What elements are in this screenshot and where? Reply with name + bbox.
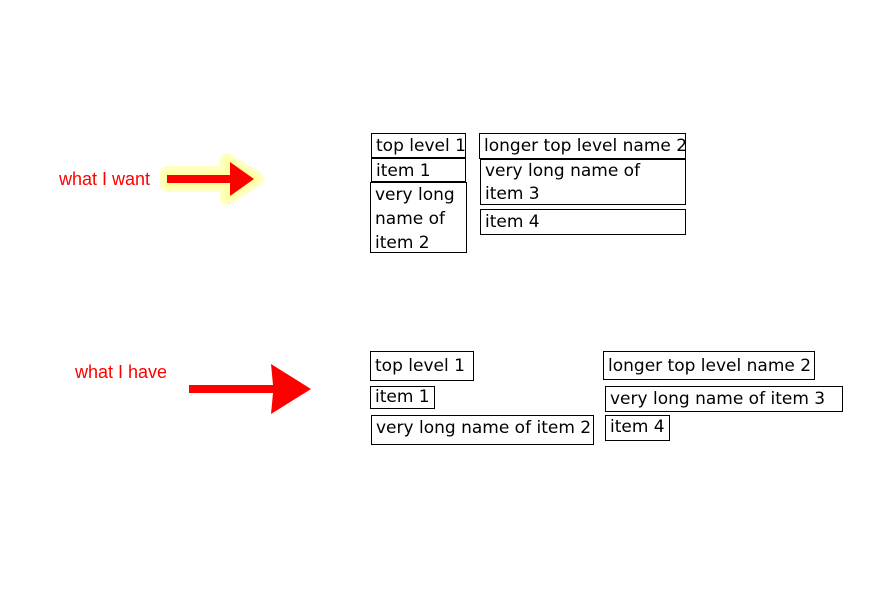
have-item-3: very long name of item 3 xyxy=(605,386,843,412)
what-i-have-label: what I have xyxy=(75,362,168,382)
have-item-1: item 1 xyxy=(370,386,435,409)
have-top-level-1: top level 1 xyxy=(370,351,474,381)
want-top-level-1: top level 1 xyxy=(371,133,466,158)
want-item-4: item 4 xyxy=(480,209,686,235)
arrow-right-icon-want xyxy=(160,153,264,205)
have-item-2: very long name of item 2 xyxy=(371,415,594,445)
want-top-level-2: longer top level name 2 xyxy=(479,133,687,159)
what-i-want-label: what I want xyxy=(59,169,151,189)
want-item-1: item 1 xyxy=(371,158,466,182)
want-item-2: very long name of item 2 xyxy=(370,182,467,253)
have-item-4: item 4 xyxy=(605,415,670,441)
arrow-right-icon-have xyxy=(189,364,311,414)
want-item-3: very long name of item 3 xyxy=(480,159,686,205)
have-top-level-2: longer top level name 2 xyxy=(603,351,815,380)
